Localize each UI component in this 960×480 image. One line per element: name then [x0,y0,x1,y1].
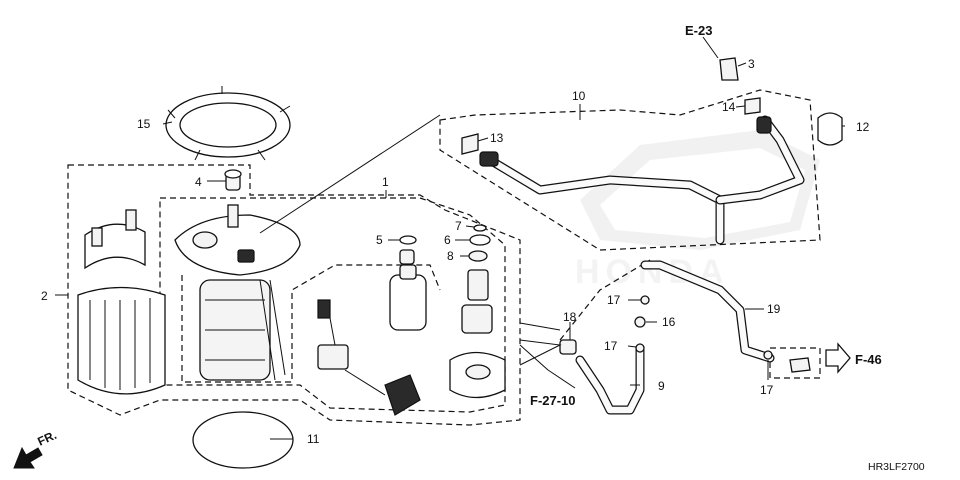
assembly-outlines [67,89,821,426]
callout-15: 15 [137,117,151,131]
callout-12: 12 [856,120,870,134]
callout-13: 13 [490,131,504,145]
fuel-gauge-sender-part [317,299,421,416]
reference-arrows [519,36,851,389]
front-marker-label: FR. [35,428,58,449]
callout-5: 5 [376,233,383,247]
callout-16: 16 [662,315,676,329]
callout-4: 4 [195,175,202,189]
callout-17-right: 17 [760,383,774,397]
pump-base-plate-part [449,351,506,399]
hose-parts [485,115,805,415]
diagram-code: HR3LF2700 [868,461,925,473]
callout-19: 19 [767,302,781,316]
leader-lines [55,62,845,440]
callout-10: 10 [572,89,586,103]
grommet-part [224,169,242,191]
callout-2: 2 [41,289,48,303]
reference-e23: E-23 [685,23,712,38]
reference-f46: F-46 [855,352,882,367]
reference-f2710: F-27-10 [530,393,576,408]
callout-17-middle: 17 [604,339,618,353]
callout-7: 7 [455,219,462,233]
callout-6: 6 [444,233,451,247]
front-arrow-icon [13,446,43,469]
pump-motor-part [389,264,427,331]
callout-3: 3 [748,57,755,71]
callout-17-upper: 17 [607,293,621,307]
callout-18: 18 [563,310,577,324]
callout-8: 8 [447,249,454,263]
o-ring-large-part [192,411,294,469]
callout-9: 9 [658,379,665,393]
callout-11: 11 [307,432,320,446]
o-ring-parts [399,224,493,334]
callout-14: 14 [722,100,736,114]
clamp-parts [461,57,843,373]
fuel-pump-assembly-part [174,204,301,381]
callout-1: 1 [382,175,389,189]
lock-ring-part [165,86,291,161]
pump-holder-part [77,209,166,395]
